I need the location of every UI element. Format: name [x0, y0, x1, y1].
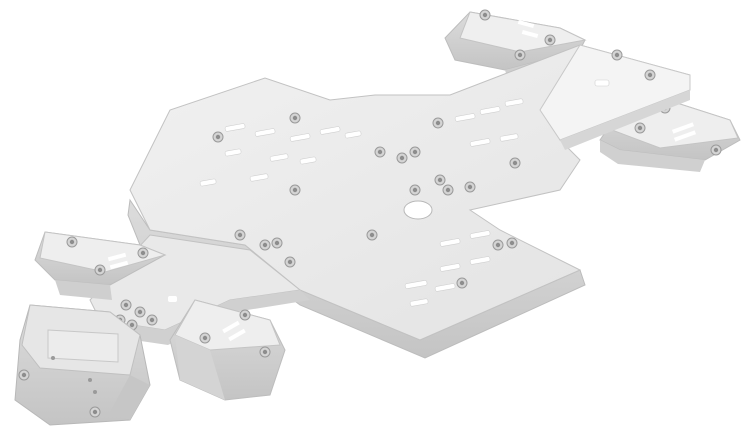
rear-left-guard: [169, 299, 286, 401]
front-left-guard: [34, 231, 167, 300]
front-bumper-guard: [14, 304, 151, 426]
